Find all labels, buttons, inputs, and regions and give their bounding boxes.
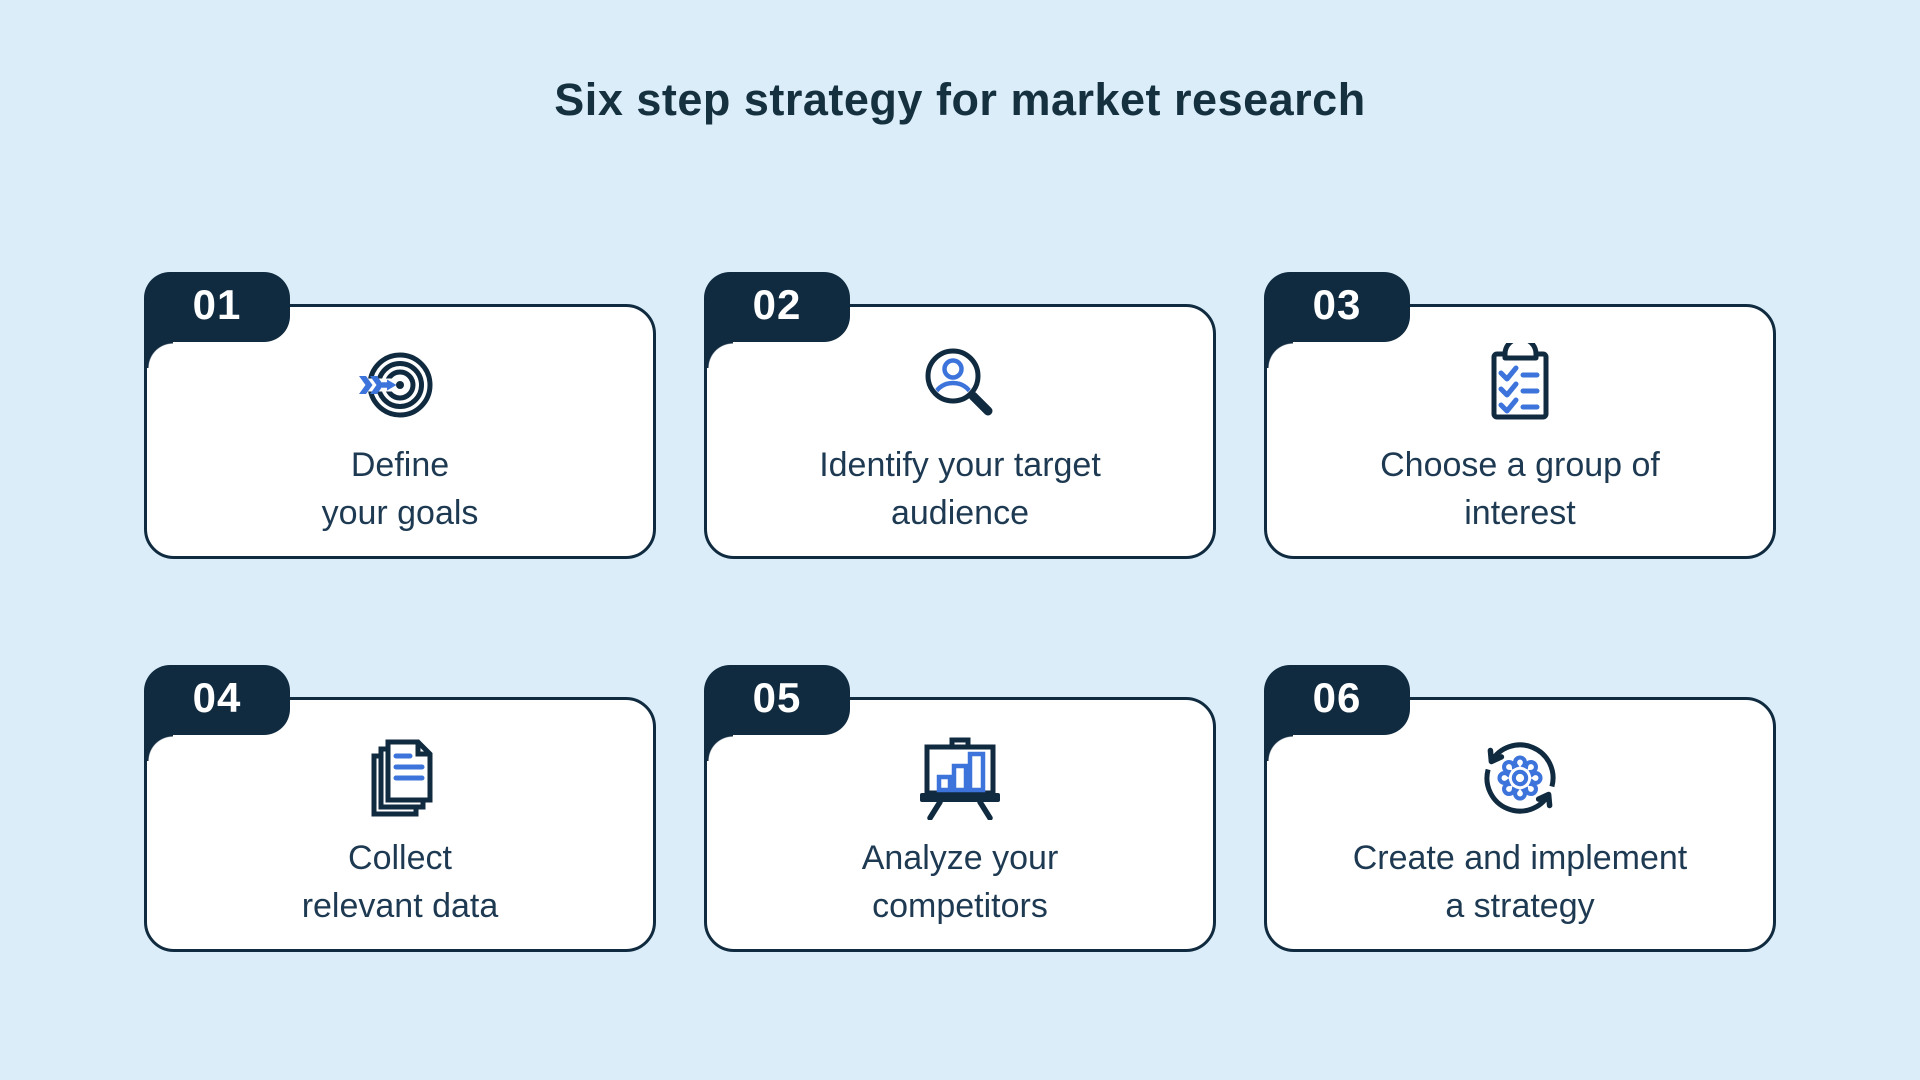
step-label: Identify your target audience	[819, 446, 1101, 533]
step-label: Define your goals	[321, 446, 479, 533]
tab-corner-curve	[147, 735, 173, 761]
step-number-badge: 03	[1264, 272, 1410, 342]
step-card-body: Choose a group of interest	[1264, 304, 1776, 559]
step-number-badge: 01	[144, 272, 290, 342]
step-number-badge: 05	[704, 665, 850, 735]
step-label: Create and implement a strategy	[1352, 839, 1688, 926]
step-number: 06	[1312, 674, 1362, 721]
step-label: Analyze your competitors	[861, 839, 1059, 926]
step-number-badge: 06	[1264, 665, 1410, 735]
step-card-4: 04 Collect r	[144, 665, 656, 952]
clipboard-checklist-icon	[1478, 343, 1562, 427]
step-number-badge: 02	[704, 272, 850, 342]
tab-corner-curve	[1267, 735, 1293, 761]
step-card-2: 02 Identify your target audience	[704, 272, 1216, 559]
step-number-badge: 04	[144, 665, 290, 735]
step-label: Collect relevant data	[301, 839, 499, 926]
step-card-body: Identify your target audience	[704, 304, 1216, 559]
step-number: 02	[752, 281, 802, 328]
tab-corner-curve	[147, 342, 173, 368]
step-number: 04	[192, 674, 242, 721]
step-card-body: Analyze your competitors	[704, 697, 1216, 952]
documents-icon	[358, 736, 442, 820]
tab-corner-curve	[707, 735, 733, 761]
page-title: Six step strategy for market research	[554, 74, 1366, 125]
step-card-body: Collect relevant data	[144, 697, 656, 952]
step-number: 01	[192, 281, 242, 328]
tab-corner-curve	[1267, 342, 1293, 368]
step-number: 05	[752, 674, 802, 721]
step-card-1: 01 Define your goals	[144, 272, 656, 559]
step-number: 03	[1312, 281, 1362, 328]
step-label: Choose a group of interest	[1380, 446, 1660, 533]
magnifier-person-icon	[918, 343, 1002, 427]
step-card-6: 06	[1264, 665, 1776, 952]
tab-corner-curve	[707, 342, 733, 368]
step-card-body: Define your goals	[144, 304, 656, 559]
cycle-gear-icon	[1478, 736, 1562, 820]
step-card-5: 05 Analyze your competitors	[704, 665, 1216, 952]
step-card-body: Create and implement a strategy	[1264, 697, 1776, 952]
steps-grid: 01 Define your goals	[144, 272, 1776, 952]
presentation-chart-icon	[918, 736, 1002, 820]
step-card-3: 03 Choose a group of inte	[1264, 272, 1776, 559]
target-arrow-icon	[358, 343, 442, 427]
